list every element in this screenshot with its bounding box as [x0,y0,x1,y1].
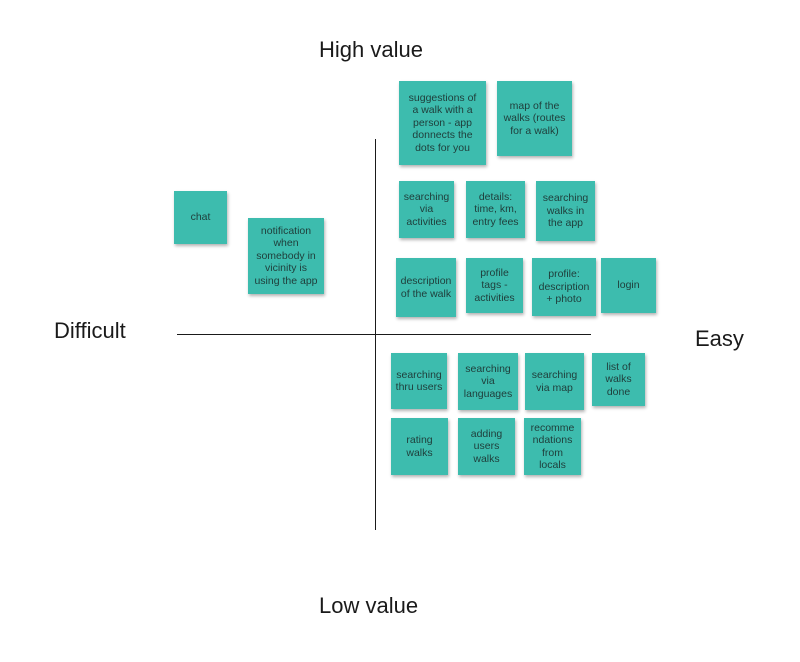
note-details[interactable]: details: time, km, entry fees [466,181,525,238]
axis-label-high-value: High value [319,37,423,62]
note-login[interactable]: login [601,258,656,313]
note-list-walks-done[interactable]: list of walks done [592,353,645,406]
note-suggestions[interactable]: suggestions of a walk with a person - ap… [399,81,486,165]
note-profile-tags[interactable]: profile tags - activities [466,258,523,313]
horizontal-axis-line [177,334,591,335]
note-searching-map[interactable]: searching via map [525,353,584,410]
note-recommendations[interactable]: recomme ndations from locals [524,418,581,475]
note-searching-walks-app[interactable]: searching walks in the app [536,181,595,241]
note-adding-users-walks[interactable]: adding users walks [458,418,515,475]
note-map-of-walks[interactable]: map of the walks (routes for a walk) [497,81,572,156]
axis-label-low-value: Low value [319,593,419,618]
note-searching-users[interactable]: searching thru users [391,353,447,409]
axis-label-difficult: Difficult [54,318,126,343]
note-notification[interactable]: notification when somebody in vicinity i… [248,218,324,294]
note-searching-languages[interactable]: searching via languages [458,353,518,410]
note-chat[interactable]: chat [174,191,227,244]
note-profile-description[interactable]: profile: description + photo [532,258,596,316]
note-searching-activities[interactable]: searching via activities [399,181,454,238]
note-description-walk[interactable]: description of the walk [396,258,456,317]
note-rating-walks[interactable]: rating walks [391,418,448,475]
axis-label-easy: Easy [695,326,744,351]
